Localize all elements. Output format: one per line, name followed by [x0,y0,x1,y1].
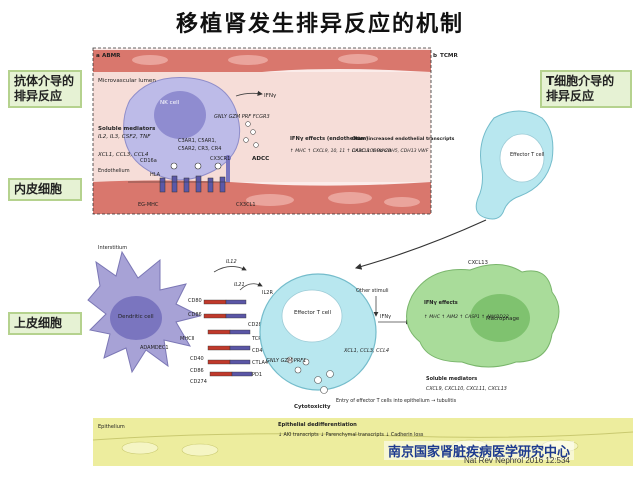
ifng-label-a: IFNγ [264,93,277,99]
pd1-label: PD1 [252,372,262,378]
panel-b-heading: TCMR [440,53,458,59]
cd40-label: CD40 [190,356,204,362]
panel-b-letter: b [433,53,437,59]
adcc-label: ADCC [252,156,269,162]
antibody-mediated-label: 抗体介导的排异反应 [8,70,82,108]
dendritic-label: Dendritic cell [118,314,154,320]
other-stimuli-label: Other stimuli [356,288,389,294]
cd86b-label: CD86 [190,368,204,374]
ifng-arrow-a [235,90,263,97]
ifn-effects-title-a: IFNγ effects (endothelium) [290,136,368,142]
ifn-effects-list-b: ↑ MHC ↑ AIM2 ↑ CASP1 ↑ ANKRD22 [424,314,509,320]
hla-receptors [128,162,230,193]
epithelium-label: Epithelium [98,424,125,430]
other-transcripts-title: Other increased endothelial transcripts [352,136,455,142]
nk-cell-nucleus [154,91,206,139]
complement-receptors-1: C3AR1, C5AR1, [178,138,217,144]
tcr-label: TCR [251,336,262,342]
other-transcripts-list: DARC ROBO4 CDH5, CDH13 VWF [352,148,429,154]
t-cell-granules [286,356,334,394]
mhc2-label: MHCII [180,336,195,342]
panel-a-border [92,47,432,215]
costimulatory-receptors [203,299,253,377]
eg-mhc-label: EG-MHC [138,202,159,208]
cytotoxicity-label: Cytotoxicity [294,404,331,410]
interstitium-label: Interstitium [98,245,127,251]
cx3cr1-receptor [225,155,231,182]
ifn-effects-title-b: IFNγ effects [424,300,458,306]
dediff-list: ↓ AKI transcripts ↓ Parenchymal transcri… [278,432,424,438]
complement-receptors-2: C5AR2, CR3, CR4 [178,146,221,152]
ifng-label-b: IFNγ [380,314,391,320]
macrophage-label: Macrophage [486,316,520,322]
effector-main-label: Effector T cell [294,310,331,316]
panel-a-heading: ABMR [102,53,121,59]
cx3cr1-label: CX3CR1 [210,156,230,162]
ctla4-label: CTLA4 [252,360,268,366]
effector-t-cell-top-nucleus [499,133,545,183]
citation-credit: Nat Rev Nephrol 2016 12:534 [464,456,570,465]
granule-genes-a: GNLY GZM PRF FCGR3 [214,114,270,120]
entry-label: Entry of effector T cells into epitheliu… [336,398,457,404]
adamdec1-label: ADAMDEC1 [140,345,169,351]
epithelial-cell-label: 上皮细胞 [8,312,82,335]
il21-label: IL21 [234,282,245,288]
watermark-text: 南京国家肾脏疾病医学研究中心 [384,441,575,460]
cd86-label: CD86 [188,312,202,318]
cd16a-label: CD16a [140,158,157,164]
panel-a-letter: a [96,53,100,59]
il2r-label: IL2R [262,290,273,296]
cd28-label: CD28 [248,322,262,328]
cxcl13-label: CXCL13 [468,260,488,266]
il12-arrow [213,266,247,273]
soluble-mediators-title-b: Soluble mediators [426,376,477,382]
page-title: 移植肾发生排异反应的机制 [175,12,464,37]
cd80-label: CD80 [188,298,202,304]
cx3cl1-label: CX3CL1 [236,202,256,208]
nk-cell-label: NK cell [160,100,180,106]
dendritic-cell-nucleus [110,296,162,340]
soluble-mediators-list-b: CXCL9, CXCL10, CXCL11, CXCL13 [426,386,507,392]
migration-arrow [354,219,487,270]
panel-abmr: a ABMR Microvascular lumen NK cell Solub… [92,47,455,215]
endothelium-label: Endothelium [98,168,130,174]
epithelium-membrane [92,431,634,441]
endothelial-cell-label: 内皮细胞 [8,178,82,201]
microvascular-label: Microvascular lumen [98,78,156,84]
nk-granules [243,121,259,148]
effector-t-cell-main-nucleus [281,289,343,343]
cd4-label: CD4 [252,348,263,354]
endothelial-nuclei-top [132,54,378,65]
soluble-mediators-title-a: Soluble mediators [98,126,156,132]
macrophage-nucleus [470,294,530,342]
effector-top-label: Effector T cell [510,152,544,158]
granules-b-label: GNLY GZM PRF1 [266,358,306,364]
il12-label: IL12 [226,259,237,265]
xcl-list-a: XCL1, CCL3, CCL4 [97,152,149,158]
cd274-label: CD274 [190,379,207,385]
il21-arrow [239,282,263,291]
xcl-list-b: XCL1, CCL3, CCL4 [343,348,389,354]
hla-label: HLA [150,172,161,178]
dediff-title: Epithelial dedifferentiation [278,422,357,428]
t-cell-mediated-label: T细胞介导的排异反应 [540,70,632,108]
endothelial-nuclei-bottom [246,192,420,207]
soluble-mediators-list-a: IL2, IL3, CSF2, TNF [98,134,151,140]
ifn-effects-list-a: ↑ MHC ↑ CXCL9, 10, 11 ↑ CX3CL1 ↑ PLA2A [290,148,391,154]
